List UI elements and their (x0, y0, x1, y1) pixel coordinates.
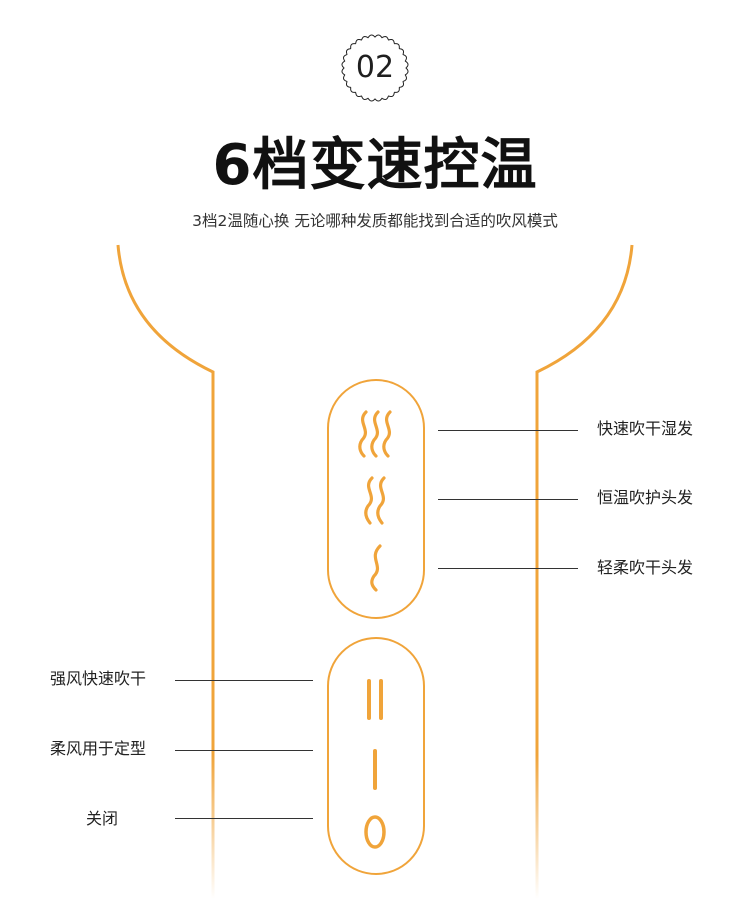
speed-mode-label-strong: 强风快速吹干 (50, 669, 147, 688)
heat-mode-switch (327, 379, 425, 619)
speed-mode-label-soft: 柔风用于定型 (50, 739, 147, 758)
speed-mode-leader-line (175, 818, 313, 819)
speed-mode-leader-line (175, 750, 313, 751)
dryer-left-edge (116, 244, 215, 899)
page-subtitle: 3档2温随心换 无论哪种发质都能找到合适的吹风模式 (192, 212, 558, 230)
section-number: 02 (355, 50, 395, 85)
dryer-right-edge (535, 244, 634, 899)
page-title: 6档变速控温 (212, 133, 538, 198)
heat-mode-leader-line (438, 499, 578, 500)
power-off-icon (364, 815, 386, 849)
single-wave-icon (370, 544, 382, 592)
section-number-badge: 02 (340, 33, 410, 103)
speed-mode-leader-line (175, 680, 313, 681)
triple-wave-icon (358, 410, 392, 458)
scalloped-circle-icon (341, 34, 409, 102)
heat-mode-leader-line (438, 568, 578, 569)
speed-mode-label-off: 关闭 (86, 809, 119, 828)
double-wave-icon (364, 476, 386, 525)
heat-mode-label-gentle: 轻柔吹干头发 (597, 558, 694, 577)
level-two-icon (367, 679, 383, 720)
heat-mode-label-constant: 恒温吹护头发 (597, 488, 694, 507)
heat-mode-label-fast: 快速吹干湿发 (597, 419, 694, 438)
heat-mode-leader-line (438, 430, 578, 431)
speed-mode-switch (327, 637, 425, 875)
